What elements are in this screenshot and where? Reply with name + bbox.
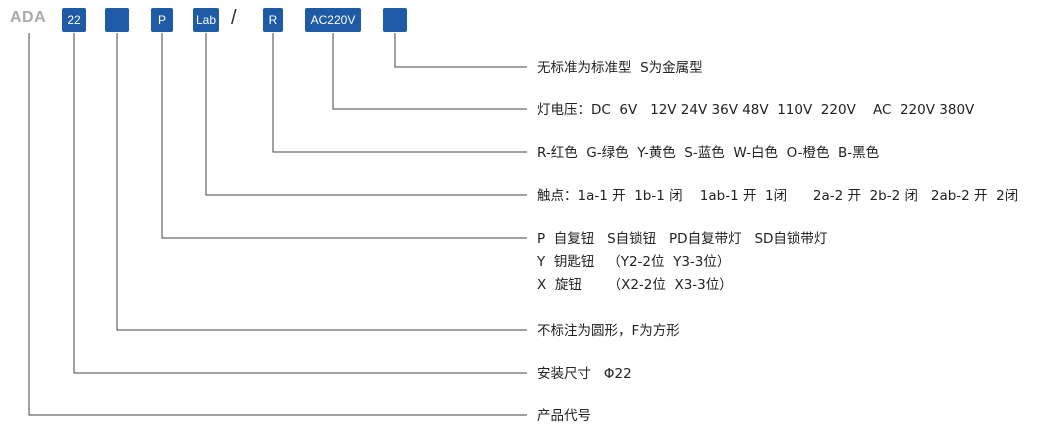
desc-shape: 不标注为圆形，F为方形 bbox=[537, 323, 680, 339]
code-box-color: R bbox=[263, 8, 283, 32]
code-box-material bbox=[383, 8, 407, 32]
series-prefix: ADA bbox=[10, 9, 47, 26]
code-box-voltage: AC220V bbox=[305, 8, 361, 32]
leader-line-color bbox=[272, 33, 527, 153]
leader-line-shape bbox=[116, 33, 527, 331]
desc-voltage: 灯电压：DC 6V 12V 24V 36V 48V 110V 220V AC 2… bbox=[537, 102, 975, 118]
code-box-type: P bbox=[151, 8, 173, 32]
code-box-size: 22 bbox=[62, 8, 86, 32]
desc-type-selector: X 旋钮 （X2-2位 X3-3位） bbox=[537, 277, 733, 293]
leader-line-material bbox=[394, 33, 527, 68]
leader-line-series bbox=[28, 33, 527, 416]
desc-color: R-红色 G-绿色 Y-黄色 S-蓝色 W-白色 O-橙色 B-黑色 bbox=[537, 145, 880, 161]
code-box-shape bbox=[105, 8, 129, 32]
leader-line-contacts bbox=[205, 33, 527, 196]
desc-size: 安装尺寸 Φ22 bbox=[537, 366, 632, 382]
leader-line-voltage bbox=[332, 33, 527, 110]
desc-series: 产品代号 bbox=[537, 408, 591, 424]
desc-contacts: 触点：1a-1 开 1b-1 闭 1ab-1 开 1闭 2a-2 开 2b-2 … bbox=[537, 188, 1019, 204]
desc-type-key: Y 钥匙钮 （Y2-2位 Y3-3位） bbox=[537, 254, 731, 270]
desc-material: 无标准为标准型 S为金属型 bbox=[537, 60, 703, 76]
code-separator: / bbox=[231, 7, 237, 29]
desc-type-push: P 自复钮 S自锁钮 PD自复带灯 SD自锁带灯 bbox=[537, 231, 828, 247]
leader-line-size bbox=[73, 33, 527, 374]
code-box-contacts: Lab bbox=[193, 8, 219, 32]
leader-line-type bbox=[161, 33, 527, 239]
